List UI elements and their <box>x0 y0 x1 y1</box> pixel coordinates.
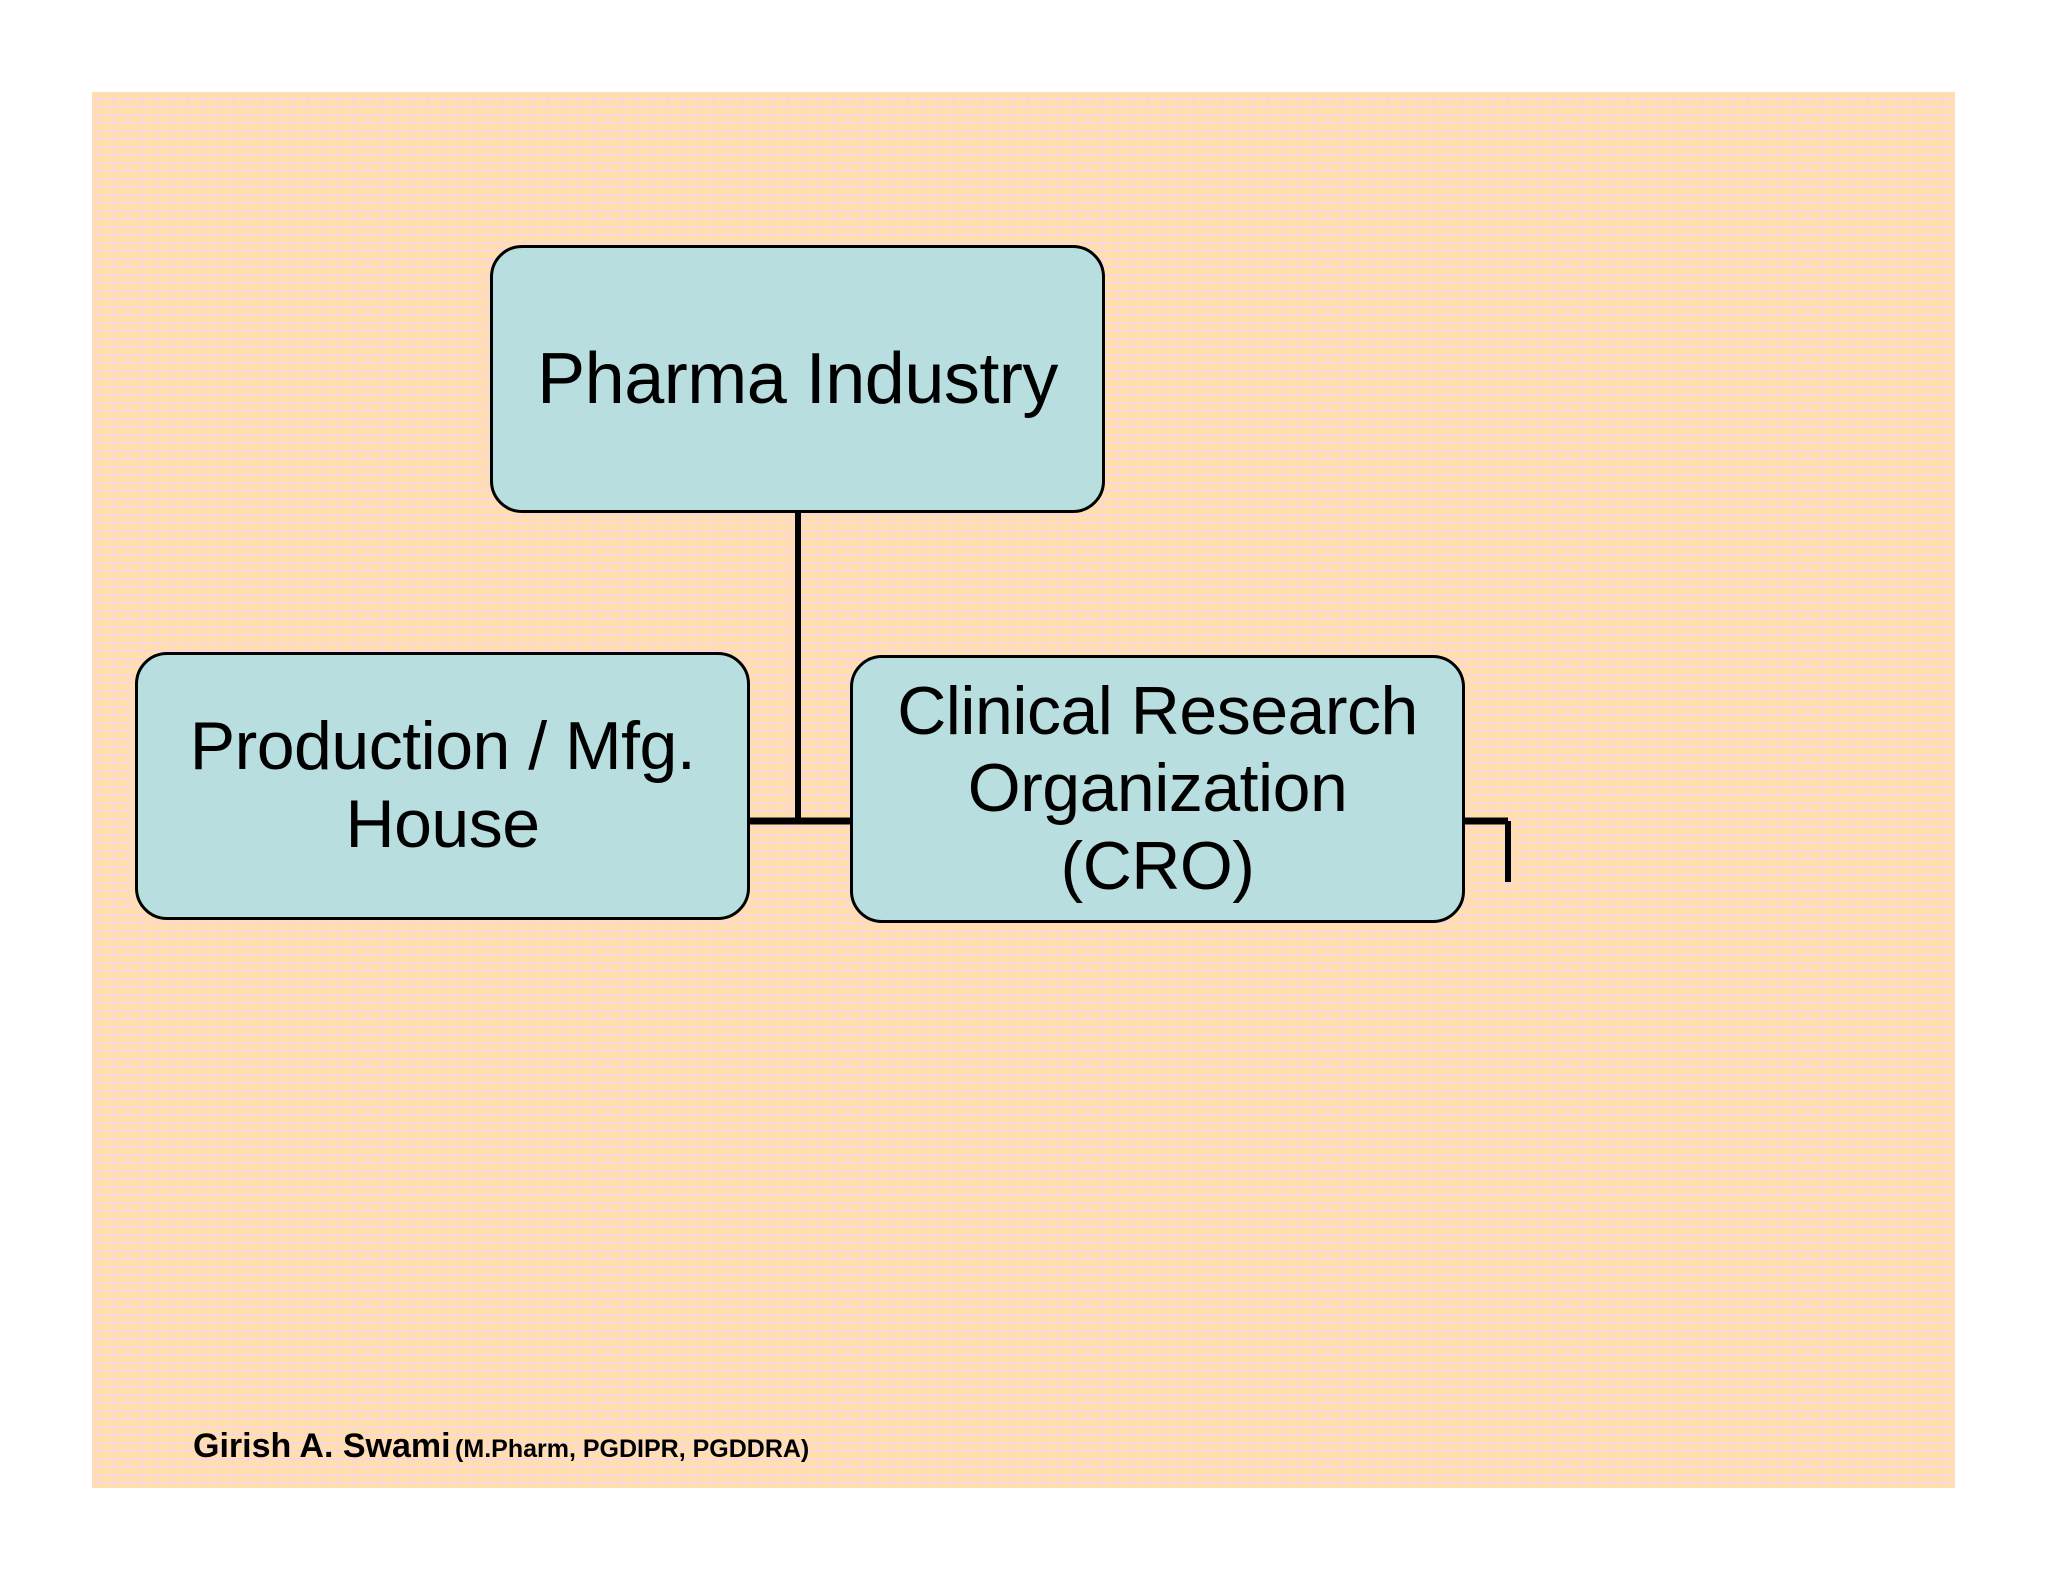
node-cro-line-1: Clinical Research <box>897 672 1418 749</box>
node-clinical-research-organization-label: Clinical Research Organization (CRO) <box>883 673 1432 906</box>
node-production-mfg-house-label: Production / Mfg. House <box>176 708 710 863</box>
footer-credit: Girish A. Swami (M.Pharm, PGDIPR, PGDDRA… <box>93 1427 1955 1466</box>
author-name: Girish A. Swami <box>193 1427 451 1465</box>
node-pharma-industry-label: Pharma Industry <box>537 338 1058 419</box>
node-production-line-2: House <box>345 786 540 862</box>
author-qualifications: (M.Pharm, PGDIPR, PGDDRA) <box>455 1435 810 1463</box>
node-clinical-research-organization[interactable]: Clinical Research Organization (CRO) <box>850 655 1465 923</box>
slide-canvas: Pharma Industry Production / Mfg. House … <box>92 92 1955 1488</box>
node-production-line-1: Production / Mfg. <box>189 708 696 785</box>
node-cro-line-2: Organization <box>967 750 1348 827</box>
node-pharma-industry[interactable]: Pharma Industry <box>490 245 1105 513</box>
node-production-mfg-house[interactable]: Production / Mfg. House <box>135 652 750 920</box>
node-cro-line-3: (CRO) <box>1060 827 1255 904</box>
